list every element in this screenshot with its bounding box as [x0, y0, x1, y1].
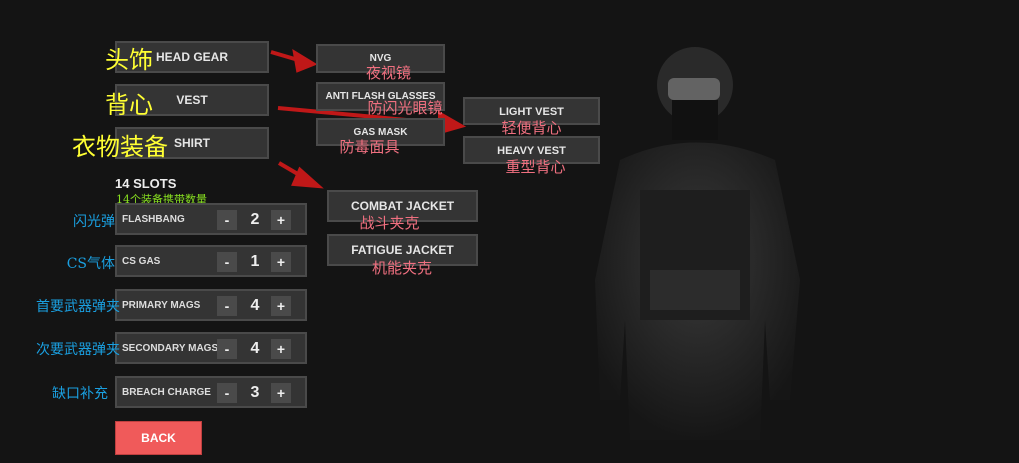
soldier-character-preview [595, 47, 800, 440]
item-row-flashbang: FLASHBANG -2 + [115, 203, 307, 235]
fatigue-jacket-button[interactable]: FATIGUE JACKET [327, 234, 478, 266]
head-gear-label: HEAD GEAR [155, 50, 228, 64]
item-count: 3 [250, 384, 260, 401]
item-row-breach-charge: BREACH CHARGE-3 + [115, 376, 307, 408]
light-vest-label: LIGHT VEST [499, 106, 564, 118]
item-label: PRIMARY MAGS [122, 300, 201, 311]
gas-mask-cn-annotation: 防毒面具 [339, 138, 400, 156]
fatigue-jacket-cn-annotation: 机能夹克 [371, 259, 432, 277]
breach-charge-cn-annotation: 缺口补充 [52, 386, 108, 402]
item-count: 4 [250, 340, 260, 357]
item-label: BREACH CHARGE [122, 387, 211, 398]
flashbang-cn-annotation: 闪光弹 [73, 214, 115, 230]
heavy-vest-label: HEAVY VEST [497, 145, 566, 157]
item-count: 2 [250, 211, 260, 228]
vest-label: VEST [176, 93, 208, 107]
slots-title: 14 SLOTS [115, 176, 177, 191]
item-label: CS GAS [122, 256, 161, 267]
combat-jacket-button[interactable]: COMBAT JACKET [327, 190, 478, 222]
item-count: 1 [250, 253, 260, 270]
combat-jacket-label: COMBAT JACKET [350, 199, 455, 213]
shirt-button[interactable]: SHIRT [115, 127, 269, 159]
nvg-button[interactable]: NVG [316, 44, 445, 73]
decrement-button[interactable]: - [217, 383, 237, 403]
heavy-vest-button[interactable]: HEAVY VEST [463, 136, 600, 164]
increment-button[interactable]: + [271, 252, 291, 272]
nvg-cn-annotation: 夜视镜 [365, 64, 411, 82]
shirt-cn-annotation: 衣物装备 [72, 133, 168, 161]
cs-gas-cn-annotation: CS气体 [66, 256, 115, 272]
decrement-button[interactable]: - [217, 210, 237, 230]
heavy-vest-cn-annotation: 重型背心 [505, 158, 566, 176]
primary-mags-cn-annotation: 首要武器弹夹 [36, 299, 120, 315]
item-row-secondary-mags: SECONDARY MAGS-4 + [115, 332, 307, 364]
fatigue-jacket-label: FATIGUE JACKET [351, 243, 454, 257]
increment-button[interactable]: + [271, 296, 291, 316]
head-gear-button[interactable]: HEAD GEAR [115, 41, 269, 73]
item-count: 4 [250, 297, 260, 314]
decrement-button[interactable]: - [217, 252, 237, 272]
head-gear-cn-annotation: 头饰 [105, 46, 153, 74]
increment-button[interactable]: + [271, 383, 291, 403]
nvg-label: NVG [369, 53, 392, 64]
increment-button[interactable]: + [271, 339, 291, 359]
item-label: FLASHBANG [122, 214, 185, 225]
gas-mask-label: GAS MASK [353, 127, 408, 138]
light-vest-button[interactable]: LIGHT VEST [463, 97, 600, 125]
item-label: SECONDARY MAGS [122, 343, 219, 354]
increment-button[interactable]: + [271, 210, 291, 230]
item-row-primary-mags: PRIMARY MAGS -4 + [115, 289, 307, 321]
decrement-button[interactable]: - [217, 339, 237, 359]
gas-mask-button[interactable]: GAS MASK [316, 118, 445, 146]
anti-flash-cn-annotation: 防闪光眼镜 [367, 99, 443, 117]
shirt-label: SHIRT [174, 136, 210, 150]
vest-button[interactable]: VEST [115, 84, 269, 116]
anti-flash-glasses-button[interactable]: ANTI FLASH GLASSES [316, 82, 445, 111]
back-button[interactable]: BACK [115, 421, 202, 455]
slots-cn-annotation: 14个装备携带数量 [116, 193, 207, 206]
combat-jacket-cn-annotation: 战斗夹克 [359, 214, 420, 232]
light-vest-cn-annotation: 轻便背心 [501, 119, 562, 137]
vest-cn-annotation: 背心 [105, 91, 153, 119]
item-row-cs-gas: CS GAS -1 + [115, 245, 307, 277]
decrement-button[interactable]: - [217, 296, 237, 316]
anti-flash-label: ANTI FLASH GLASSES [325, 91, 436, 102]
secondary-mags-cn-annotation: 次要武器弹夹 [36, 342, 120, 358]
